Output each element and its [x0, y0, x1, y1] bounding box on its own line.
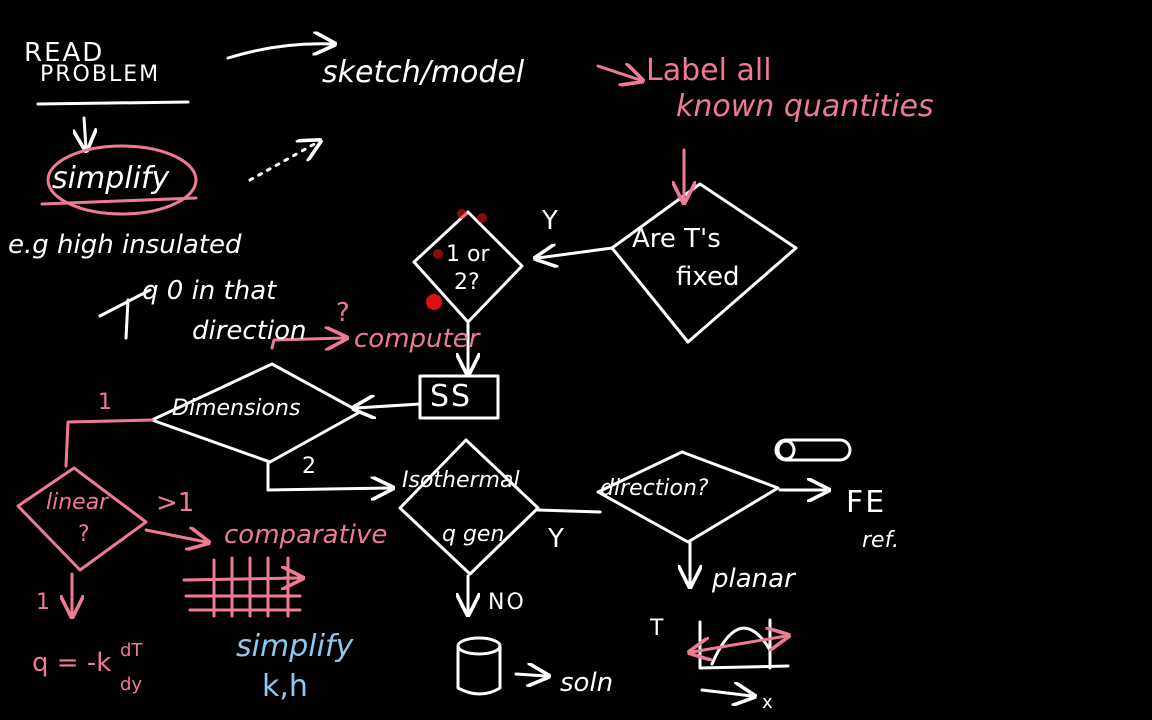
one-down-label: 1 [36, 590, 50, 615]
two-branch-label: 2 [302, 454, 316, 479]
q-arrow [98, 288, 152, 340]
y-lower-label: Y [548, 524, 564, 554]
fixed-label: fixed [676, 262, 740, 292]
linear-diamond [16, 466, 148, 572]
simplify-label: simplify [52, 161, 170, 196]
direction2-label: direction? [600, 476, 709, 501]
ss-box [418, 374, 500, 420]
red-dots [426, 209, 487, 310]
dy-label: dy [120, 674, 143, 695]
soln-label: soln [560, 668, 614, 698]
arrow-y-to-one-or-two [538, 248, 614, 258]
y-upper-label: Y [542, 206, 558, 236]
label-all-text: Label all [646, 53, 772, 88]
arrow-down-to-simplify [84, 116, 86, 148]
arrow-2-to-isothermal [266, 460, 390, 490]
known-quantities-text: known quantities [676, 89, 934, 124]
plot-pink-arrows [692, 636, 786, 652]
problem-underline [36, 100, 190, 106]
read-label: READ [24, 38, 105, 68]
simplify-blue-label: simplify [236, 629, 354, 664]
arrow-to-sketch [226, 44, 332, 60]
dimensions-diamond [150, 362, 362, 464]
dimensions-label: Dimensions [172, 396, 301, 421]
x-axis-arrow [700, 690, 752, 696]
problem-label: PROBLEM [40, 62, 161, 87]
dotted-arrow [248, 142, 318, 182]
one-or-label: 1 or [446, 242, 490, 267]
linear-q-mark: ? [78, 522, 90, 547]
line-y-to-direction [536, 508, 602, 514]
simplify-ellipse [46, 144, 198, 216]
no-label: NO [488, 590, 526, 615]
linear-label: linear [46, 490, 109, 515]
label-arrow [596, 66, 640, 80]
arrow-to-comparative [144, 530, 206, 542]
direction-label: direction [192, 316, 307, 346]
fourier-label: q = -k [32, 648, 112, 678]
one-or-two-diamond [412, 210, 524, 324]
t-axis-label: T [650, 616, 664, 641]
are-ts-label: Are T's [632, 224, 721, 254]
arrow-to-soln [514, 674, 546, 676]
computer-label: computer [354, 324, 480, 354]
one-branch-label: 1 [98, 390, 112, 415]
arrow-to-computer [270, 338, 344, 348]
grid-sketch [182, 556, 302, 618]
computer-q-mark: ? [336, 298, 350, 328]
branch-1-line [64, 418, 154, 468]
k-h-label: k,h [262, 669, 308, 704]
cylinder-icon [774, 438, 852, 462]
ss-label: SS [430, 379, 473, 414]
x-axis-label: x [762, 692, 773, 713]
gt1-label: >1 [156, 488, 195, 518]
are-ts-fixed-diamond [610, 182, 798, 344]
sketch-model-label: sketch/model [322, 55, 525, 90]
soln-cylinder [456, 644, 502, 696]
arrow-ss-to-dimensions [356, 404, 422, 408]
ref-label: ref. [862, 528, 899, 553]
isothermal-label: Isothermal [402, 468, 520, 493]
q-gen-label: q gen [442, 522, 505, 547]
example-label: e.g high insulated [8, 230, 242, 260]
isothermal-diamond [398, 438, 540, 576]
fe-label: FE [846, 485, 887, 520]
q-zero-label: q 0 in that [142, 276, 277, 306]
direction-diamond [596, 450, 780, 544]
comparative-label: comparative [224, 520, 388, 550]
planar-label: planar [712, 564, 795, 594]
two-q-label: 2? [454, 270, 480, 295]
dt-label: dT [120, 640, 143, 661]
